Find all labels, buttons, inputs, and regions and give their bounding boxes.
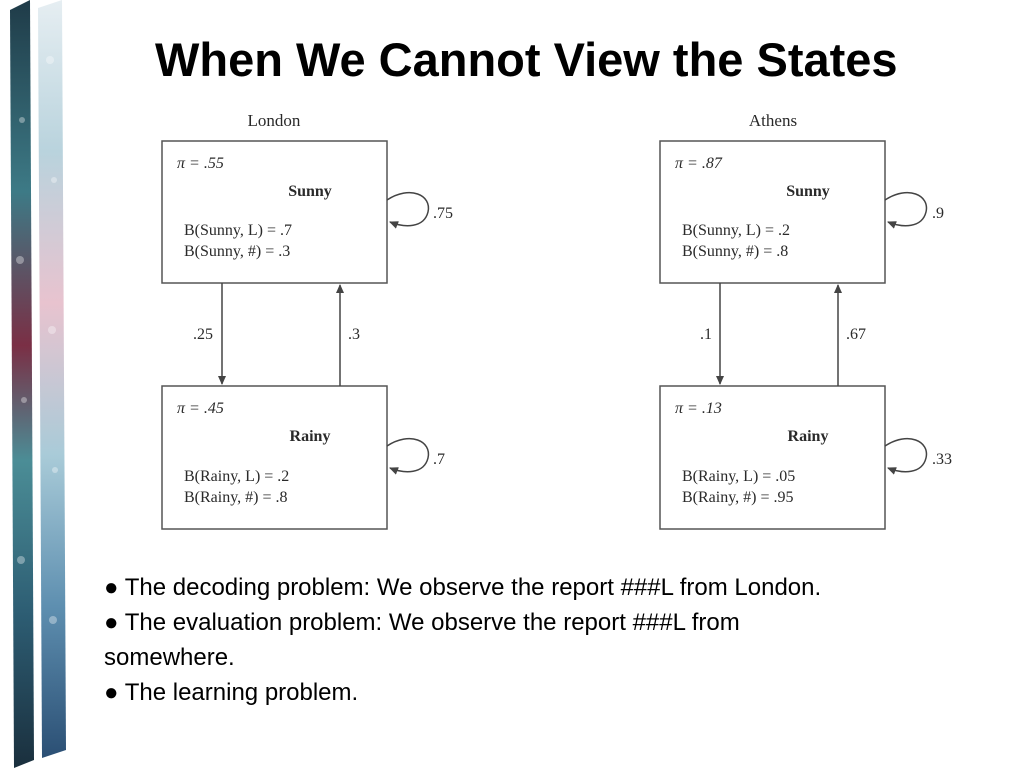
initial-prob-london-rainy: π = .45 [177, 400, 224, 417]
emission-l-london-sunny: B(Sunny, L) = .7 [184, 222, 292, 239]
state-name-london-rainy: Rainy [290, 428, 331, 445]
transition-prob-athens-up: .67 [846, 326, 866, 343]
decorative-side-strip [10, 0, 66, 768]
self-loop-arrow-athens-rainy [884, 437, 928, 475]
emission-hash-london-sunny: B(Sunny, #) = .3 [184, 243, 290, 260]
state-name-athens-sunny: Sunny [786, 183, 830, 200]
london-diagram: London π = .55 Sunny B(Sunny, L) = .7 B(… [161, 111, 453, 530]
emission-l-athens-rainy: B(Rainy, L) = .05 [682, 468, 795, 485]
transition-prob-athens-down: .1 [700, 326, 712, 343]
self-loop-prob-athens-rainy: .33 [932, 451, 952, 468]
transition-prob-london-up: .3 [348, 326, 360, 343]
state-box-london-rainy [161, 385, 388, 530]
bullet-decoding: ● The decoding problem: We observe the r… [104, 574, 822, 601]
initial-prob-athens-sunny: π = .87 [675, 155, 723, 172]
emission-l-london-rainy: B(Rainy, L) = .2 [184, 468, 289, 485]
state-box-athens-rainy [659, 385, 886, 530]
bullet-learning: ● The learning problem. [104, 679, 359, 706]
slide-title: When We Cannot View the States [155, 33, 898, 86]
city-label-athens: Athens [749, 111, 797, 130]
self-loop-arrow-london-sunny [386, 191, 430, 229]
initial-prob-athens-rainy: π = .13 [675, 400, 722, 417]
state-name-athens-rainy: Rainy [788, 428, 829, 445]
initial-prob-london-sunny: π = .55 [177, 155, 224, 172]
emission-hash-london-rainy: B(Rainy, #) = .8 [184, 489, 288, 506]
bullet-evaluation: ● The evaluation problem: We observe the… [104, 609, 740, 636]
self-loop-arrow-athens-sunny [884, 191, 928, 229]
emission-hash-athens-rainy: B(Rainy, #) = .95 [682, 489, 794, 506]
emission-hash-athens-sunny: B(Sunny, #) = .8 [682, 243, 788, 260]
transition-prob-london-down: .25 [193, 326, 213, 343]
self-loop-prob-london-sunny: .75 [433, 205, 453, 222]
hmm-diagrams: London π = .55 Sunny B(Sunny, L) = .7 B(… [161, 111, 952, 530]
self-loop-prob-london-rainy: .7 [433, 451, 445, 468]
state-box-london-sunny [161, 140, 388, 284]
bullet-list: ● The decoding problem: We observe the r… [104, 570, 984, 710]
bullet-evaluation-continued: somewhere. [104, 644, 235, 671]
state-name-london-sunny: Sunny [288, 183, 332, 200]
state-box-athens-sunny [659, 140, 886, 284]
self-loop-prob-athens-sunny: .9 [932, 205, 944, 222]
city-label-london: London [248, 111, 301, 130]
self-loop-arrow-london-rainy [386, 437, 430, 475]
emission-l-athens-sunny: B(Sunny, L) = .2 [682, 222, 790, 239]
athens-diagram: Athens π = .87 Sunny B(Sunny, L) = .2 B(… [659, 111, 952, 530]
